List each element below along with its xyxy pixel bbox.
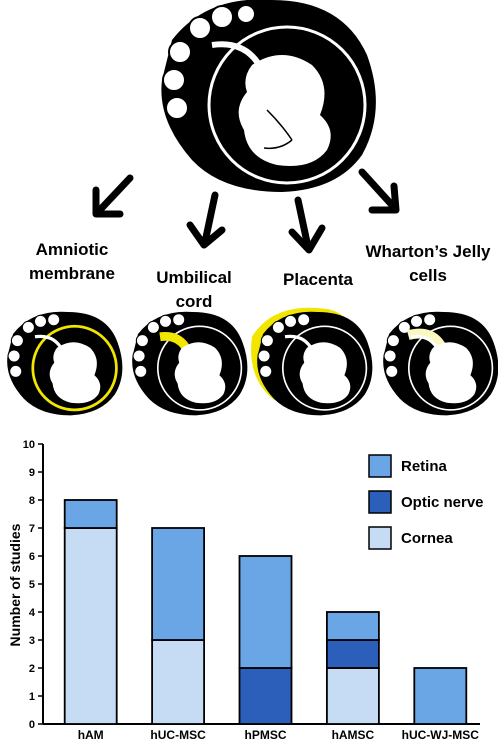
fetus-amnion-icon [7, 311, 123, 416]
legend-swatch [368, 526, 392, 550]
x-tick-label: hUC-WJ-MSC [402, 728, 480, 742]
arrow-down-icon [186, 191, 226, 249]
source-label-placenta: Placenta [283, 270, 353, 289]
fetus-wharton-icon [383, 311, 498, 416]
x-tick-label: hAM [78, 728, 104, 742]
source-labels: Amniotic membrane Umbilical cord Placent… [29, 240, 491, 311]
x-tick-label: hPMSC [245, 728, 287, 742]
y-tick-label: 6 [29, 551, 35, 563]
y-tick-label: 10 [23, 439, 35, 451]
arrows [92, 168, 400, 254]
bar-segment-retina [238, 555, 293, 669]
source-label-amniotic: Amniotic [36, 240, 109, 259]
arrow-down-icon [288, 196, 326, 254]
y-tick-label: 5 [29, 579, 35, 591]
arrow-down-left-icon [92, 174, 134, 218]
source-label-umbilical: Umbilical [156, 268, 232, 287]
y-tick-label: 2 [29, 663, 35, 675]
y-tick-label: 8 [29, 495, 35, 507]
bar-segment-optic-nerve [238, 667, 293, 725]
y-axis-label: Number of studies [7, 523, 23, 646]
bars [63, 499, 468, 725]
x-axis: hAM hUC-MSC hPMSC hAMSC hUC-WJ-MSC [78, 728, 480, 742]
bar-segment-retina [63, 499, 118, 529]
fetus-placenta-icon [251, 307, 373, 416]
bar-segment-retina [151, 527, 206, 641]
legend-swatch [368, 454, 392, 478]
source-label-umbilical-2: cord [176, 292, 213, 311]
legend-swatch [368, 490, 392, 514]
fetus-cord-icon [132, 311, 248, 416]
bar-segment-cornea [325, 667, 380, 725]
source-illustrations [7, 307, 498, 416]
y-tick-label: 0 [29, 719, 35, 731]
stacked-bar-chart: Number of studies 0 1 2 3 4 5 6 7 8 9 10 hAM hUC-MS… [7, 439, 484, 742]
legend-label: Cornea [401, 530, 453, 547]
x-tick-label: hAMSC [332, 728, 375, 742]
bar-segment-optic-nerve [325, 639, 380, 669]
bar-segment-cornea [151, 639, 206, 725]
bar-segment-cornea [63, 527, 118, 725]
bar-segment-retina [325, 611, 380, 641]
y-tick-label: 4 [29, 607, 36, 619]
source-label-wharton: Wharton’s Jelly [365, 242, 491, 261]
source-label-amniotic-2: membrane [29, 264, 115, 283]
y-tick-label: 3 [29, 635, 35, 647]
y-tick-label: 7 [29, 523, 35, 535]
bar-segment-retina [413, 667, 468, 725]
x-tick-label: hUC-MSC [150, 728, 206, 742]
main-fetus-illustration [161, 0, 376, 192]
y-tick-label: 9 [29, 467, 35, 479]
legend-label: Retina [401, 458, 448, 475]
y-tick-label: 1 [29, 691, 35, 703]
source-label-wharton-2: cells [409, 266, 447, 285]
legend-label: Optic nerve [401, 494, 484, 511]
arrow-down-right-icon [358, 168, 400, 214]
